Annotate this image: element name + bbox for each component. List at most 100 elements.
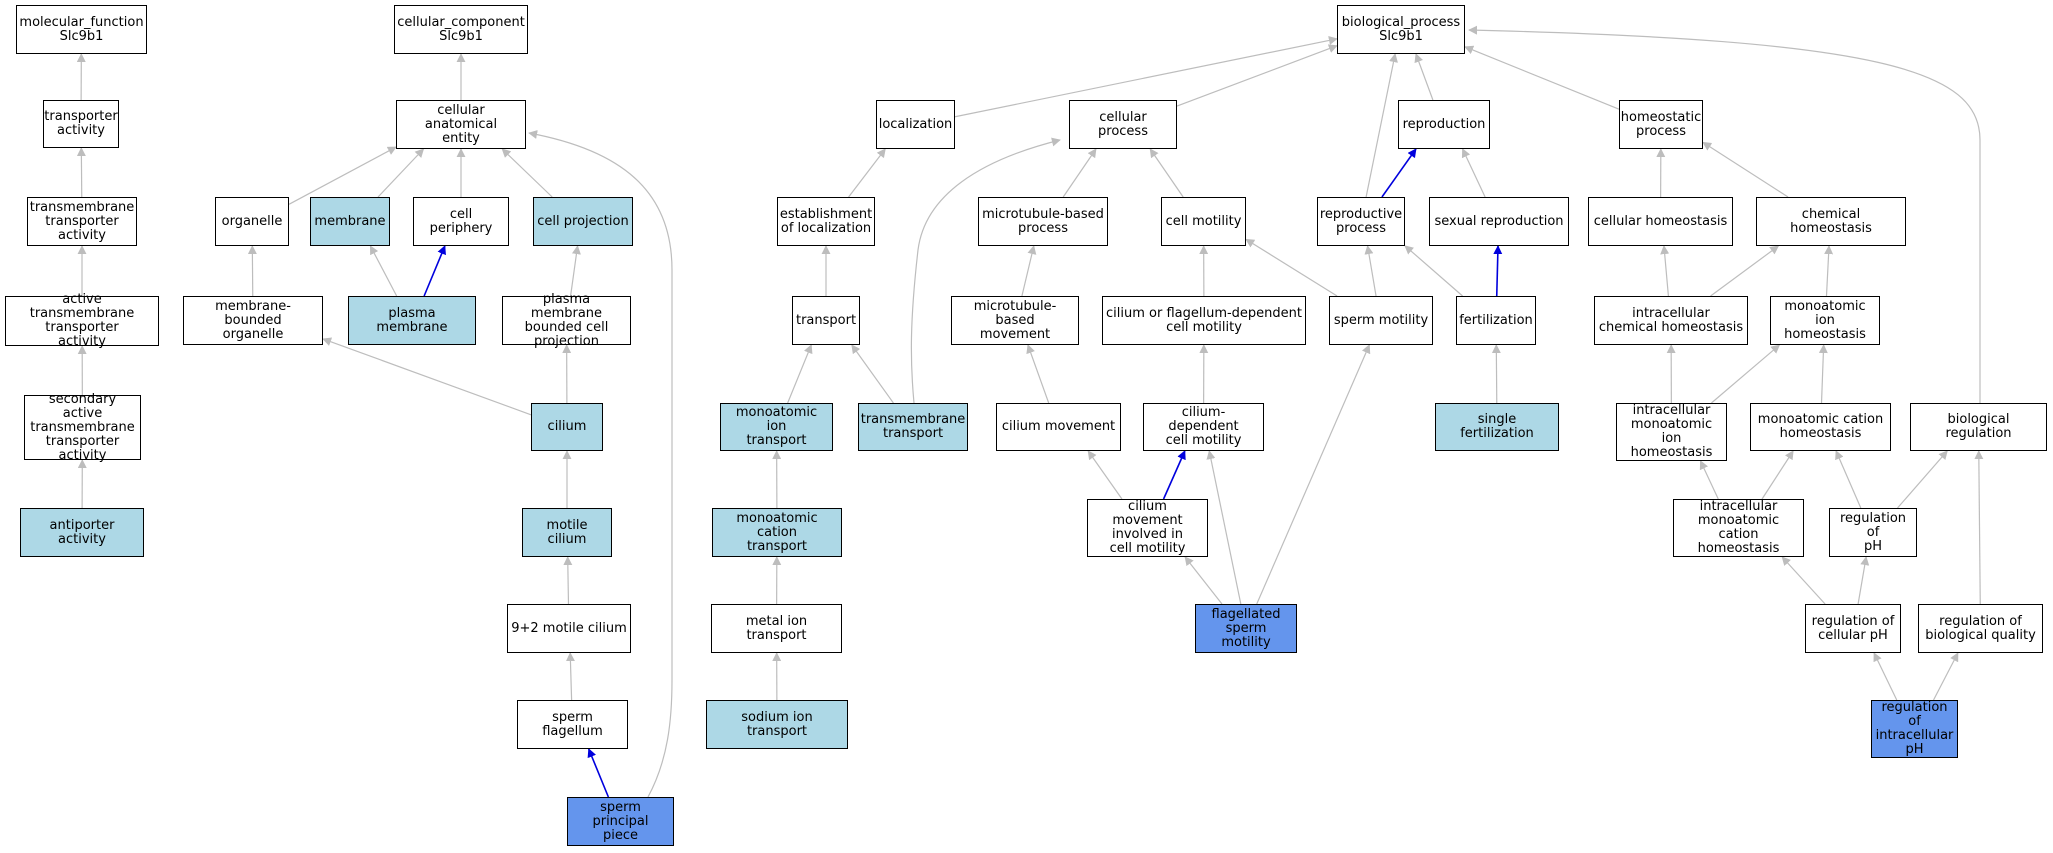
node-reg-intra-ph[interactable]: regulation of intracellular pH bbox=[1871, 700, 1958, 758]
edge-homeostatic-to-bp bbox=[1464, 45, 1620, 110]
edge-chemical_homeo-to-homeostatic bbox=[1702, 141, 1789, 198]
node-transporter-activity[interactable]: transporter activity bbox=[43, 100, 119, 148]
node-mt-process[interactable]: microtubule-based process bbox=[978, 197, 1108, 246]
node-repro-process[interactable]: reproductive process bbox=[1317, 197, 1405, 246]
node-mf[interactable]: molecular_function Slc9b1 bbox=[16, 5, 147, 54]
node-flag-sperm-motility[interactable]: flagellated sperm motility bbox=[1195, 604, 1297, 653]
node-reg-bio-quality[interactable]: regulation of biological quality bbox=[1918, 604, 2043, 653]
node-sperm-flagellum[interactable]: sperm flagellum bbox=[517, 700, 628, 749]
edge-sperm_principal-to-cae bbox=[528, 130, 673, 798]
edge-cm_involved-to-cilium_movement bbox=[1087, 450, 1123, 500]
edge-est_loc-to-localization bbox=[848, 148, 886, 198]
edge-reg_intra_ph-to-reg_cell_ph bbox=[1873, 652, 1898, 701]
edge-mono_ion_transport-to-transport bbox=[787, 344, 813, 404]
node-sperm-principal[interactable]: sperm principal piece bbox=[567, 797, 674, 846]
edge-sperm_motility-to-cell_motility bbox=[1245, 238, 1338, 297]
node-reg-cell-ph[interactable]: regulation of cellular pH bbox=[1805, 604, 1901, 653]
edge-mono_cation_homeo-to-mono_ion_homeo bbox=[1818, 344, 1828, 404]
node-transport[interactable]: transport bbox=[792, 296, 860, 345]
edge-repro_process-to-bp bbox=[1365, 53, 1398, 198]
edge-mt_movement-to-mt_process bbox=[1021, 245, 1037, 297]
node-cm-involved[interactable]: cilium movement involved in cell motilit… bbox=[1087, 499, 1208, 557]
node-intra-chem-homeo[interactable]: intracellular chemical homeostasis bbox=[1594, 296, 1748, 345]
node-active-tm[interactable]: active transmembrane transporter activit… bbox=[5, 293, 159, 349]
edge-localization-to-bp bbox=[954, 36, 1338, 118]
edge-nine_two-to-motile_cilium bbox=[563, 556, 573, 605]
edge-cm_involved-to-cdcm bbox=[1162, 450, 1186, 500]
node-cae[interactable]: cellular anatomical entity bbox=[396, 100, 526, 149]
node-mono-cation-transport[interactable]: monoatomic cation transport bbox=[712, 508, 842, 557]
node-metal-ion-transport[interactable]: metal ion transport bbox=[711, 604, 842, 653]
node-cell-periphery[interactable]: cell periphery bbox=[413, 197, 509, 246]
node-tm-transporter-activity[interactable]: transmembrane transporter activity bbox=[27, 197, 137, 246]
edge-reg_bio_quality-to-bio_reg bbox=[1974, 450, 1984, 605]
edge-sperm_principal-to-sperm_flagellum bbox=[587, 748, 610, 798]
edge-cilium-to-mbo bbox=[322, 337, 532, 416]
node-cell-projection[interactable]: cell projection bbox=[533, 197, 633, 246]
node-sperm-motility[interactable]: sperm motility bbox=[1329, 296, 1433, 345]
node-cilium-movement[interactable]: cilium movement bbox=[996, 403, 1121, 451]
edge-reg_intra_ph-to-reg_bio_quality bbox=[1933, 652, 1959, 701]
edge-intra_mono_ion_homeo-to-mono_ion_homeo bbox=[1711, 344, 1781, 404]
edge-flag_sperm_motility-to-sperm_motility bbox=[1256, 344, 1371, 605]
edge-reg_cell_ph-to-reg_ph bbox=[1857, 556, 1870, 605]
edge-mt_process-to-cellular_process bbox=[1062, 148, 1097, 198]
edge-sperm_motility-to-repro_process bbox=[1364, 245, 1377, 297]
node-reproduction[interactable]: reproduction bbox=[1398, 100, 1490, 149]
edge-intra_mono_cation_homeo-to-mono_cation_homeo bbox=[1761, 450, 1794, 500]
node-mbo[interactable]: membrane-bounded organelle bbox=[183, 296, 323, 345]
node-organelle[interactable]: organelle bbox=[215, 197, 289, 246]
edge-sexual_repro-to-reproduction bbox=[1461, 148, 1486, 198]
node-cfdcm[interactable]: cilium or flagellum-dependent cell motil… bbox=[1102, 296, 1306, 345]
node-cellular-process[interactable]: cellular process bbox=[1069, 100, 1177, 149]
node-cc[interactable]: cellular_component Slc9b1 bbox=[394, 5, 528, 54]
node-sodium-ion-transport[interactable]: sodium ion transport bbox=[706, 700, 848, 749]
edge-reg_ph-to-bio_reg bbox=[1897, 450, 1948, 509]
edge-tm_transport-to-cellular_process bbox=[910, 137, 1061, 404]
node-membrane[interactable]: membrane bbox=[310, 197, 390, 246]
node-motile-cilium[interactable]: motile cilium bbox=[522, 508, 612, 557]
node-chemical-homeo[interactable]: chemical homeostasis bbox=[1756, 197, 1906, 246]
edge-fertilization-to-repro_process bbox=[1404, 245, 1463, 297]
node-bio-reg[interactable]: biological regulation bbox=[1910, 403, 2047, 451]
edge-pmbcp-to-cell_projection bbox=[569, 245, 581, 297]
node-est-loc[interactable]: establishment of localization bbox=[777, 197, 875, 246]
node-localization[interactable]: localization bbox=[876, 100, 955, 149]
node-nine-two[interactable]: 9+2 motile cilium bbox=[507, 604, 631, 653]
edge-plasma_membrane-to-cell_periphery bbox=[423, 245, 446, 297]
node-antiporter[interactable]: antiporter activity bbox=[20, 508, 144, 557]
node-cell-motility[interactable]: cell motility bbox=[1161, 197, 1246, 246]
node-mt-movement[interactable]: microtubule-based movement bbox=[951, 296, 1079, 345]
node-intra-mono-cation-homeo[interactable]: intracellular monoatomic cation homeosta… bbox=[1673, 499, 1804, 557]
node-bp[interactable]: biological_process Slc9b1 bbox=[1337, 5, 1465, 54]
node-cilium[interactable]: cilium bbox=[531, 403, 603, 451]
edge-intra_mono_cation_homeo-to-intra_mono_ion_homeo bbox=[1699, 460, 1719, 500]
node-mono-cation-homeo[interactable]: monoatomic cation homeostasis bbox=[1750, 403, 1891, 451]
edge-reg_ph-to-mono_cation_homeo bbox=[1835, 450, 1862, 509]
edge-tm_transport-to-transport bbox=[851, 344, 894, 404]
edge-repro_process-to-reproduction bbox=[1381, 148, 1417, 198]
node-intra-mono-ion-homeo[interactable]: intracellular monoatomic ion homeostasis bbox=[1616, 403, 1727, 461]
node-single-fert[interactable]: single fertilization bbox=[1435, 403, 1559, 451]
edge-intra_chem_homeo-to-cellular_homeo bbox=[1660, 245, 1670, 297]
node-homeostatic[interactable]: homeostatic process bbox=[1619, 100, 1703, 149]
edge-cellular_process-to-bp bbox=[1176, 44, 1338, 107]
node-cdcm[interactable]: cilium-dependent cell motility bbox=[1143, 403, 1264, 451]
node-tm-transport[interactable]: transmembrane transport bbox=[858, 403, 968, 451]
edge-bio_reg-to-bp bbox=[1468, 25, 1981, 403]
node-plasma-membrane[interactable]: plasma membrane bbox=[348, 296, 476, 345]
edge-cell_motility-to-cellular_process bbox=[1149, 148, 1184, 198]
node-pmbcp[interactable]: plasma membrane bounded cell projection bbox=[502, 292, 631, 348]
edge-sperm_flagellum-to-nine_two bbox=[565, 652, 575, 701]
node-reg-ph[interactable]: regulation of pH bbox=[1829, 508, 1917, 557]
edge-intra_chem_homeo-to-chemical_homeo bbox=[1710, 245, 1780, 297]
node-cellular-homeo[interactable]: cellular homeostasis bbox=[1588, 197, 1733, 246]
node-mono-ion-transport[interactable]: monoatomic ion transport bbox=[720, 403, 833, 451]
node-sexual-repro[interactable]: sexual reproduction bbox=[1429, 197, 1569, 246]
node-fertilization[interactable]: fertilization bbox=[1456, 296, 1536, 345]
edge-fertilization-to-sexual_repro bbox=[1493, 245, 1503, 297]
node-mono-ion-homeo[interactable]: monoatomic ion homeostasis bbox=[1770, 296, 1880, 345]
edge-mono_ion_homeo-to-chemical_homeo bbox=[1824, 245, 1834, 297]
node-secondary-active[interactable]: secondary active transmembrane transport… bbox=[24, 392, 141, 462]
